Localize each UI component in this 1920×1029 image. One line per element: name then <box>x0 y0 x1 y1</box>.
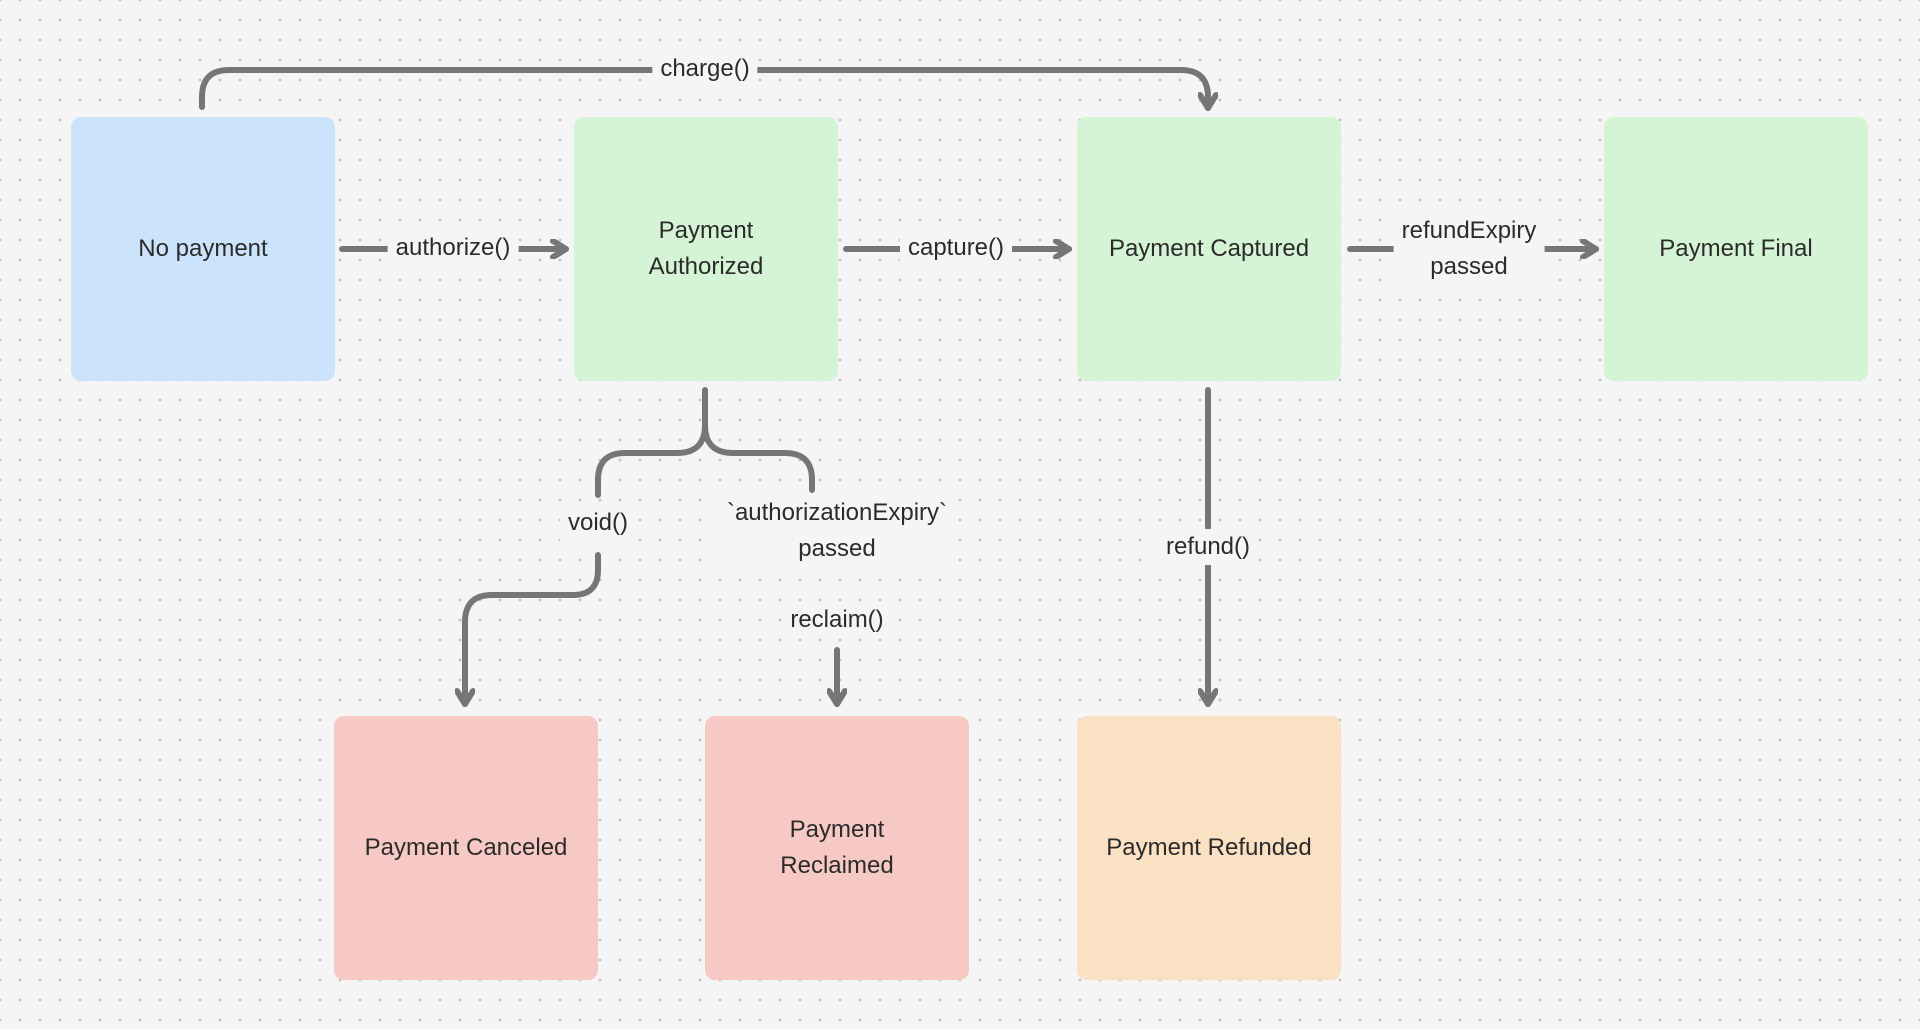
state-payment-reclaimed[interactable]: Payment Reclaimed <box>705 716 969 980</box>
transition-label-void: void() <box>559 505 637 541</box>
state-payment-reclaimed-label: Payment Reclaimed <box>780 816 894 879</box>
state-payment-captured-label: Payment Captured <box>1108 235 1310 262</box>
state-payment-refunded-label: Payment Refunded <box>1106 834 1312 861</box>
edge-void <box>465 552 601 707</box>
state-no-payment-label: No payment <box>138 235 268 262</box>
state-payment-final[interactable]: Payment Final <box>1604 117 1868 381</box>
edge-authorized-split <box>595 387 815 498</box>
state-payment-authorized[interactable]: Payment Authorized <box>574 117 838 381</box>
transition-label-refund-expiry: refundExpiry passed <box>1393 213 1545 285</box>
transition-label-charge: charge() <box>652 51 758 87</box>
transition-label-authorization-expiry: `authorizationExpiry` passed <box>718 495 956 567</box>
state-payment-authorized-label: Payment Authorized <box>648 217 764 280</box>
transition-label-authorize: authorize() <box>387 230 519 266</box>
state-payment-final-label: Payment Final <box>1659 235 1813 262</box>
transition-label-capture: capture() <box>899 230 1013 266</box>
state-payment-captured[interactable]: Payment Captured <box>1077 117 1341 381</box>
state-payment-canceled[interactable]: Payment Canceled <box>334 716 598 980</box>
transition-label-reclaim: reclaim() <box>782 602 892 638</box>
state-payment-refunded[interactable]: Payment Refunded <box>1077 716 1341 980</box>
state-no-payment[interactable]: No payment <box>71 117 335 381</box>
transition-label-refund: refund() <box>1157 529 1259 565</box>
state-payment-canceled-label: Payment Canceled <box>364 834 568 861</box>
